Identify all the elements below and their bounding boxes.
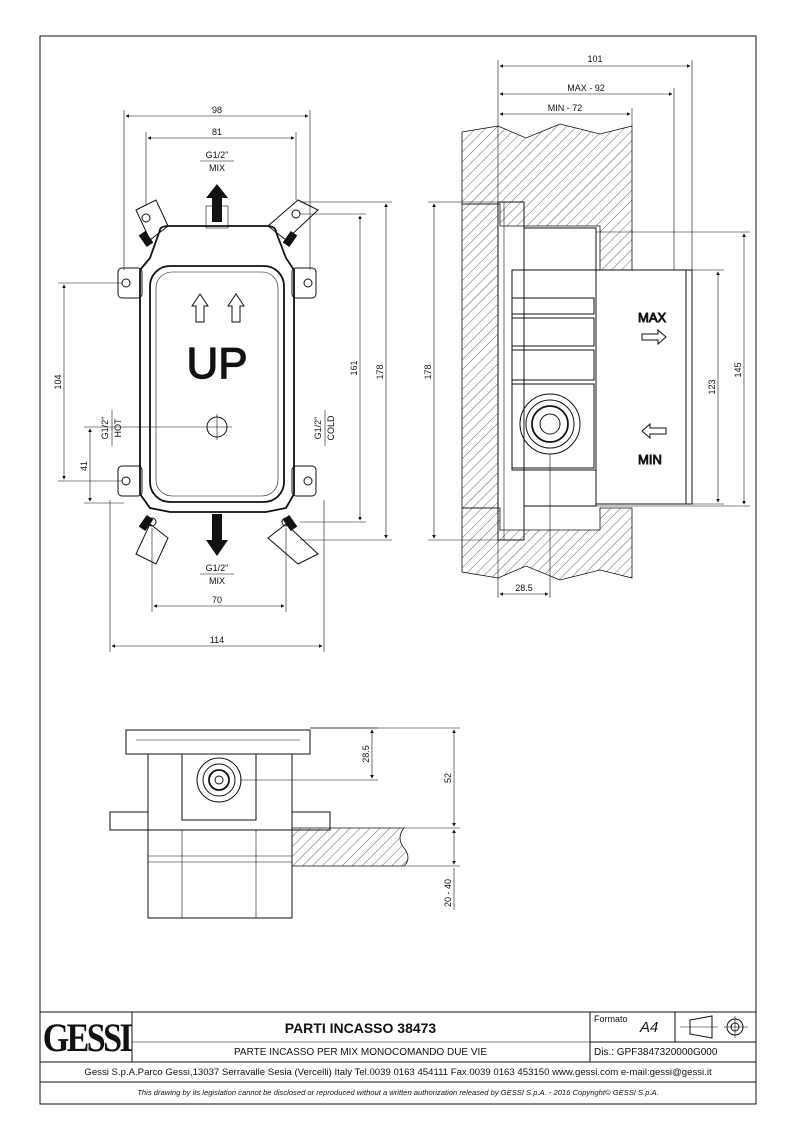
bottom-port-label: MIX [209, 576, 225, 586]
bottom-flow-arrow-icon [206, 514, 228, 556]
dim-178-side: 178 [423, 364, 433, 379]
dim-70: 70 [212, 595, 222, 605]
right-port-label: COLD [326, 415, 336, 441]
left-port-size: G1/2" [100, 417, 110, 440]
drawing-border [39, 35, 757, 1105]
dim-161: 161 [349, 360, 359, 375]
dim-178-front: 178 [375, 364, 385, 379]
max-label: MAX [638, 310, 667, 325]
min-label: MIN [638, 452, 662, 467]
dim-81: 81 [212, 127, 222, 137]
side-view: MAX MIN 101 MAX - 92 MIN - 72 178 145 12… [423, 54, 750, 598]
gessi-logo: GESSI [42, 1014, 133, 1060]
format-label: Formato [594, 1014, 628, 1024]
format-value: A4 [640, 1019, 659, 1036]
dim-min-72: MIN - 72 [548, 103, 583, 113]
projection-symbol-icon [680, 1015, 748, 1039]
up-arrow-icon [227, 293, 245, 323]
dim-101: 101 [587, 54, 602, 64]
top-port-size: G1/2" [206, 150, 229, 160]
floor-section [291, 827, 409, 867]
dim-123: 123 [707, 379, 717, 394]
bottom-port-size: G1/2" [206, 563, 229, 573]
title-block-frame [40, 1011, 756, 1083]
up-arrow-icon [191, 293, 209, 323]
dim-52: 52 [443, 773, 453, 783]
drawing-title: PARTI INCASSO 38473 [284, 1020, 437, 1036]
min-arrow-icon [641, 422, 667, 440]
cartridge-valve [519, 393, 581, 455]
cover-up-text: UP [186, 339, 247, 388]
dim-20-40: 20 - 40 [443, 879, 453, 907]
front-cover [149, 265, 285, 503]
dim-max-92: MAX - 92 [567, 83, 605, 93]
dim-145: 145 [733, 362, 743, 377]
top-view-valve [196, 757, 242, 803]
right-port-size: G1/2" [313, 417, 323, 440]
dim-114: 114 [210, 635, 224, 645]
top-port-label: MIX [209, 163, 225, 173]
drawing-subtitle: PARTE INCASSO PER MIX MONOCOMANDO DUE VI… [234, 1046, 487, 1058]
max-arrow-icon [641, 328, 667, 346]
dim-98: 98 [212, 105, 222, 115]
dim-28-5-side: 28.5 [515, 583, 533, 593]
front-view: UP G1/2" MIX G1/2" MIX G1/2" HOT G1/2" C… [53, 105, 392, 652]
dim-41: 41 [79, 461, 89, 471]
company-address: Gessi S.p.A.Parco Gessi,13037 Serravalle… [84, 1067, 712, 1078]
dim-104: 104 [53, 374, 63, 389]
dim-28-5-top: 28.5 [361, 745, 371, 763]
top-flow-arrow-icon [206, 184, 228, 222]
legal-notice: This drawing by its legislation cannot b… [137, 1088, 659, 1097]
top-view: 28.5 52 20 - 40 [109, 727, 460, 919]
left-port-label: HOT [113, 418, 123, 438]
drawing-number: Dis.: GPF3847320000G000 [594, 1047, 718, 1058]
